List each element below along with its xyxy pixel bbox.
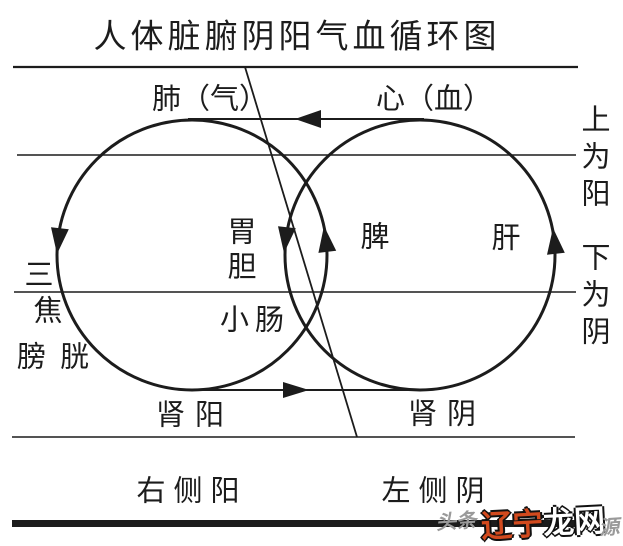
label-bladder: 膀胱 (16, 341, 104, 374)
label-kidney-yin: 肾阴 (407, 398, 487, 431)
left-circle-left-down-arrowhead (51, 227, 69, 254)
label-small-intestine: 小肠 (219, 304, 291, 337)
label-right-side-yang: 右侧阳 (136, 475, 248, 508)
watermark-brand: 辽宁龙网 (480, 495, 606, 546)
label-lower-is-yin: 下为阴 (577, 242, 609, 353)
watermark-faint-suffix: 源 (598, 516, 623, 540)
label-left-side-yin: 左侧阴 (381, 475, 493, 508)
diagonal-divider (244, 66, 358, 438)
left-circle-right-up-arrowhead (318, 226, 337, 253)
watermark-brand-red-part: 辽宁 (480, 506, 545, 545)
label-stomach: 胃 (227, 216, 257, 249)
label-triple-burner-top-char: 三 (24, 259, 54, 292)
label-kidney-yang: 肾阳 (155, 399, 235, 432)
label-gallbladder: 胆 (227, 251, 257, 284)
label-heart-blood: 心（血） (375, 83, 493, 116)
watermark-brand-white-part: 龙网 (542, 502, 606, 541)
page-title: 人体脏腑阴阳气血循环图 (93, 19, 501, 56)
label-liver: 肝 (491, 222, 521, 255)
bottom-thick-bar (12, 520, 575, 527)
watermark-faint-prefix: 头条 (435, 509, 480, 535)
label-spleen: 脾 (360, 221, 390, 254)
right-circle-left-down-arrowhead (278, 226, 296, 253)
top-flow-arrowhead-left (295, 110, 321, 128)
right-circle-right-up-arrowhead (547, 228, 565, 255)
bottom-flow-arrowhead-right (283, 382, 309, 398)
label-triple-burner-bottom-char: 焦 (33, 295, 63, 328)
label-upper-is-yang: 上为阳 (577, 104, 609, 215)
label-lung-qi: 肺（气） (151, 83, 269, 116)
